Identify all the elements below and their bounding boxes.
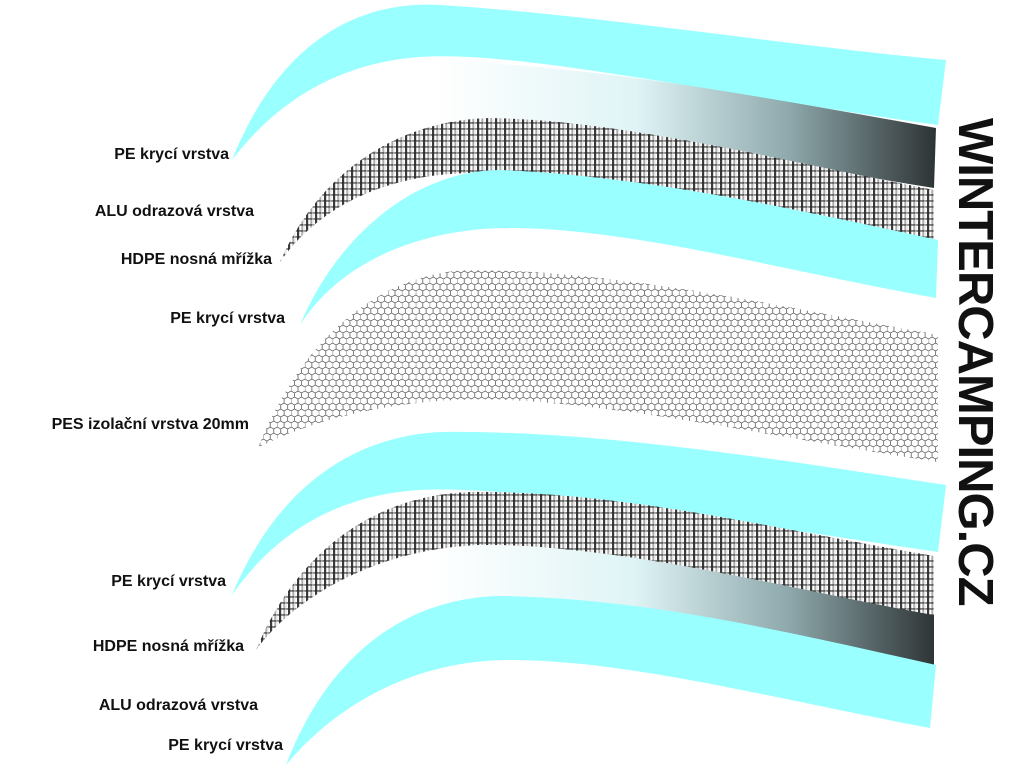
pe-layer-band-3	[232, 431, 946, 595]
layer-label-alu-2: ALU odrazová vrstva	[98, 697, 258, 714]
hdpe-layer-band-2	[256, 491, 934, 650]
alu-layer-band-2	[270, 545, 934, 702]
layer-label-pe-3: PE krycí vrstva	[111, 573, 226, 590]
layer-label-pes: PES izolační vrstva 20mm	[51, 416, 249, 433]
layer-label-hdpe-1: HDPE nosná mřížka	[120, 251, 272, 268]
layer-label-alu-1: ALU odrazová vrstva	[94, 203, 254, 220]
wintercamping-logo: WINTERCAMPING.CZ	[948, 118, 1002, 618]
pe-layer-band-1	[232, 4, 946, 160]
hdpe-layer-band-1	[280, 118, 934, 262]
layer-label-pe-2: PE krycí vrstva	[170, 310, 285, 327]
logo-text: WINTERCAMPING.CZ	[948, 118, 1002, 606]
layer-label-pe-1: PE krycí vrstva	[114, 146, 229, 163]
layer-label-hdpe-2: HDPE nosná mřížka	[92, 638, 244, 655]
pes-layer-band	[258, 270, 938, 462]
alu-layer-band-1	[256, 61, 936, 215]
pe-layer-band-4	[286, 596, 936, 765]
pe-layer-band-2	[300, 170, 938, 325]
layer-label-pe-4: PE krycí vrstva	[168, 737, 283, 754]
